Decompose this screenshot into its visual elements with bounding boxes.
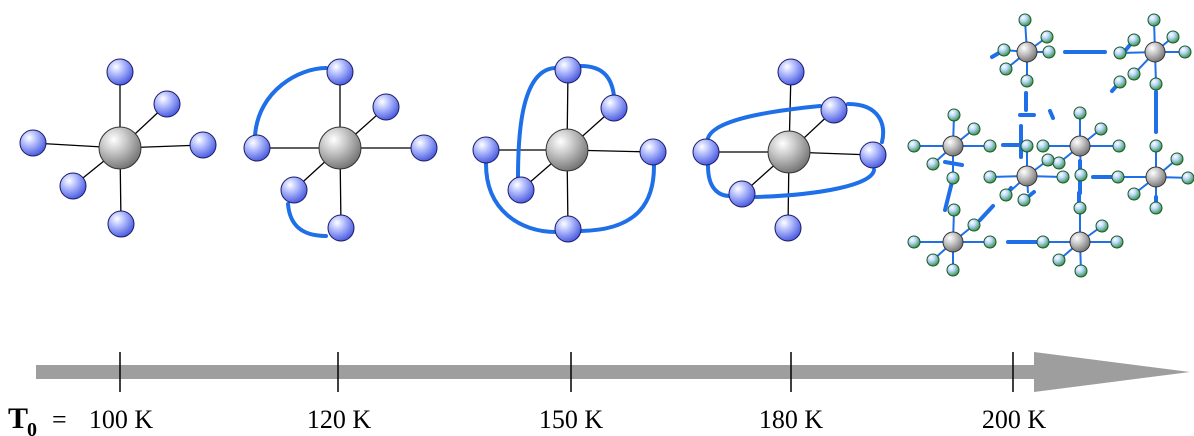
ligand-atom — [507, 176, 535, 204]
hydrogen-bond — [484, 64, 656, 234]
ligand-atom — [326, 58, 354, 86]
molecule-100k — [19, 58, 217, 238]
ligand-atom — [153, 90, 181, 118]
temperature-arrow — [36, 352, 1190, 392]
central-atom — [767, 130, 811, 174]
ligand-atom — [554, 56, 582, 84]
tick-label-200k: 200 K — [982, 405, 1047, 434]
tick-label-120k: 120 K — [307, 405, 372, 434]
ligand-atom — [327, 214, 355, 242]
lattice-hydrogen-bonds — [943, 38, 1158, 244]
ligand-atom — [774, 214, 802, 242]
lattice-central-atoms — [942, 41, 1167, 253]
ligand-atom — [859, 141, 887, 169]
central-atom — [318, 126, 362, 170]
lattice-ligand-atoms — [907, 13, 1194, 278]
ligand-atom — [107, 210, 135, 238]
tick-label-100k: 100 K — [89, 405, 154, 434]
ligand-atom — [639, 138, 667, 166]
ligand-atom — [372, 93, 400, 121]
ligand-atom — [19, 129, 47, 157]
ligand-atom — [692, 138, 720, 166]
central-atom — [545, 128, 589, 172]
equals-sign: = — [52, 405, 67, 434]
ligand-atom — [728, 180, 756, 208]
molecule-120k — [243, 58, 438, 242]
ligand-atom — [472, 136, 500, 164]
temperature-labels: T 0 = 100 K 120 K 150 K 180 K 200 K — [8, 402, 1046, 436]
ligand-atom — [189, 131, 217, 159]
ligand-atom — [59, 172, 87, 200]
tick-label-150k: 150 K — [539, 405, 604, 434]
ligand-atom — [777, 58, 805, 86]
ligand-atom — [600, 94, 628, 122]
temperature-symbol: T — [8, 402, 28, 435]
ligand-atom — [106, 58, 134, 86]
molecule-150k — [472, 56, 667, 243]
central-atom — [98, 126, 142, 170]
molecule-180k — [692, 58, 887, 242]
ligand-atom — [820, 96, 848, 124]
molecular-lattice-200k — [907, 13, 1194, 278]
ligand-atom — [280, 176, 308, 204]
ligand-atom — [554, 215, 582, 243]
hydrogen-bond — [253, 66, 328, 238]
tick-label-180k: 180 K — [759, 405, 824, 434]
ligand-atom — [243, 134, 271, 162]
temperature-subscript: 0 — [27, 419, 37, 436]
hydrogen-bond — [706, 102, 886, 199]
ligand-atom — [410, 134, 438, 162]
